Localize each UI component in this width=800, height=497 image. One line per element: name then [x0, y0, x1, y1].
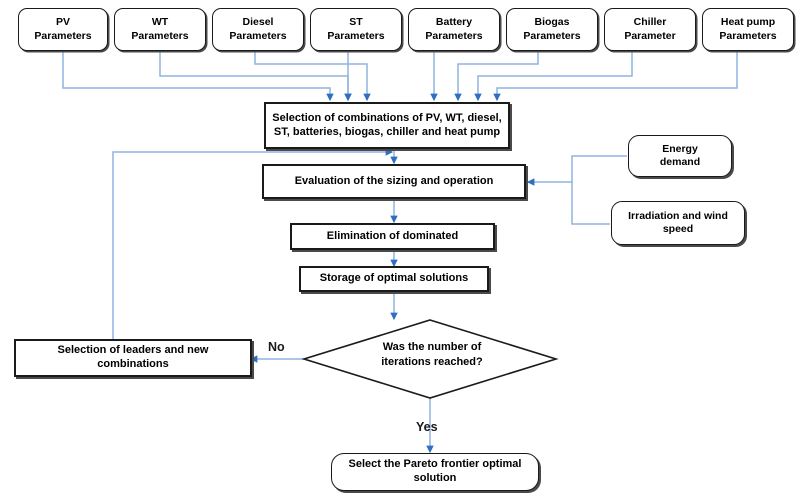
- node-label: Diesel Parameters: [229, 16, 287, 42]
- node-pv-parameters[interactable]: PV Parameters: [18, 8, 108, 51]
- node-st-parameters[interactable]: ST Parameters: [310, 8, 402, 51]
- edge-label-yes: Yes: [416, 420, 438, 434]
- node-label: Evaluation of the sizing and operation: [294, 174, 494, 187]
- node-label: Select the Pareto frontier optimal solut…: [348, 458, 522, 484]
- node-select-pareto-frontier[interactable]: Select the Pareto frontier optimal solut…: [331, 453, 539, 491]
- node-label: WT Parameters: [131, 16, 189, 42]
- edge-diesel-to-selection: [254, 51, 371, 102]
- node-elimination-of-dominated[interactable]: Elimination of dominated: [290, 223, 495, 250]
- edge-energy-demand-to-evaluation: [526, 155, 627, 186]
- node-label: Selection of leaders and new combination…: [57, 344, 209, 370]
- node-selection-of-combinations[interactable]: Selection of combinations of PV, WT, die…: [264, 102, 510, 149]
- node-label: Selection of combinations of PV, WT, die…: [272, 111, 502, 138]
- node-wt-parameters[interactable]: WT Parameters: [114, 8, 206, 51]
- node-chiller-parameters[interactable]: Chiller Parameter: [604, 8, 696, 51]
- node-label: Battery Parameters: [425, 16, 483, 42]
- node-heat-pump-parameters[interactable]: Heat pump Parameters: [702, 8, 794, 51]
- node-storage-of-optimal-solutions[interactable]: Storage of optimal solutions: [299, 266, 489, 292]
- node-label: Storage of optimal solutions: [319, 272, 469, 285]
- node-biogas-parameters[interactable]: Biogas Parameters: [506, 8, 598, 51]
- node-label: PV Parameters: [34, 16, 92, 42]
- edge-wt-to-selection: [159, 51, 352, 102]
- edge-irradiation-to-evaluation: [571, 182, 610, 225]
- node-selection-of-leaders[interactable]: Selection of leaders and new combination…: [14, 339, 252, 377]
- node-evaluation-sizing-operation[interactable]: Evaluation of the sizing and operation: [262, 164, 526, 199]
- node-label: Chiller Parameter: [624, 16, 676, 42]
- node-label: Heat pump Parameters: [719, 16, 777, 42]
- edge-chiller-to-selection: [474, 51, 633, 102]
- edge-leaders-feedback: [112, 148, 394, 340]
- node-label: ST Parameters: [327, 16, 385, 42]
- node-diesel-parameters[interactable]: Diesel Parameters: [212, 8, 304, 51]
- edge-heatpump-to-selection: [493, 51, 738, 102]
- node-battery-parameters[interactable]: Battery Parameters: [408, 8, 500, 51]
- node-label: Elimination of dominated: [326, 229, 459, 242]
- node-label: Biogas Parameters: [523, 16, 581, 42]
- node-irradiation-and-wind-speed[interactable]: Irradiation and wind speed: [611, 201, 745, 245]
- node-energy-demand[interactable]: Energy demand: [628, 135, 732, 177]
- node-label: Energy demand: [659, 142, 701, 168]
- edge-label-no: No: [268, 340, 285, 354]
- decision-question: Was the number of iterations reached?: [381, 341, 483, 368]
- edge-biogas-to-selection: [454, 51, 539, 102]
- node-label: Irradiation and wind speed: [628, 209, 728, 235]
- edge-pv-to-selection: [62, 51, 334, 102]
